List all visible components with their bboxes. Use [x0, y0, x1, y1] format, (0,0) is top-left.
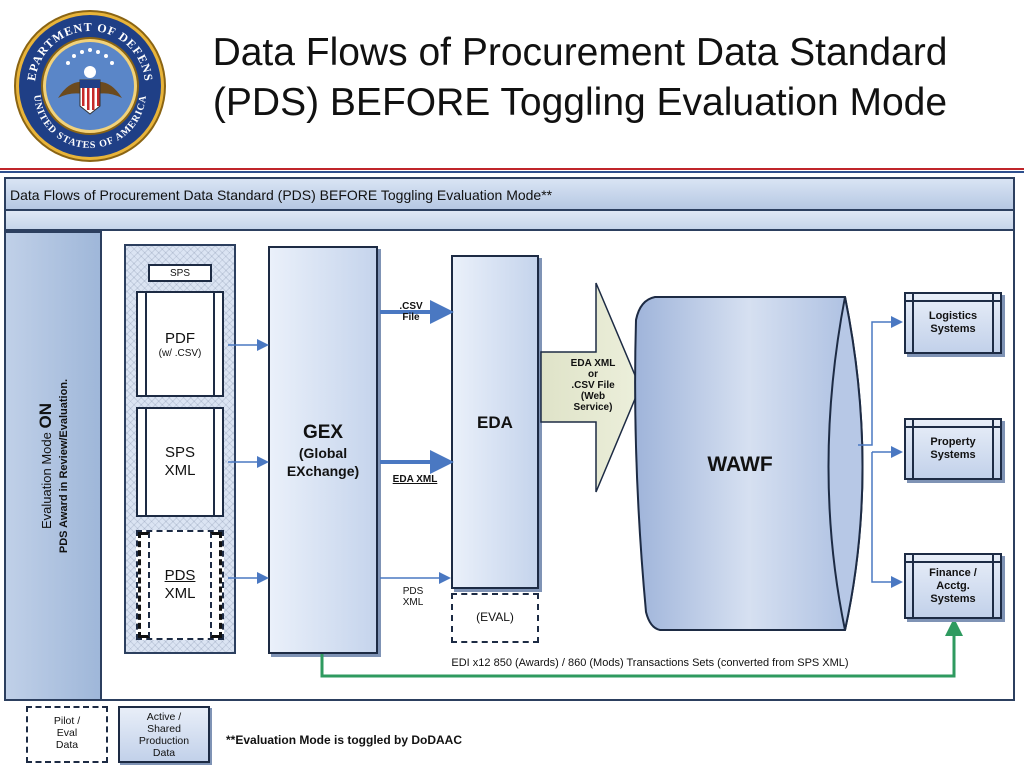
pds-xml-line1: PDS — [164, 567, 196, 584]
pds-xml-source-box: PDS XML — [136, 530, 224, 640]
slide-title-line2: (PDS) BEFORE Toggling Evaluation Mode — [212, 81, 948, 124]
sps-xml-line1: SPS — [164, 444, 195, 461]
gex-subtitle: (Global EXchange) — [286, 445, 360, 479]
evaluation-mode-label: Evaluation Mode ON PDS Award in Review/E… — [4, 231, 102, 701]
sps-xml-source-box: SPS XML — [136, 407, 224, 517]
evaluation-mode-detail: PDS Award in Review/Evaluation. — [58, 378, 70, 554]
header-rule-red — [0, 168, 1024, 170]
edi-transaction-label: EDI x12 850 (Awards) / 860 (Mods) Transa… — [451, 657, 849, 669]
diagram-header-band — [4, 211, 1015, 231]
header-rule-blue — [0, 171, 1024, 173]
slide-title-line1: Data Flows of Procurement Data Standard — [212, 31, 948, 74]
pdf-title: PDF — [165, 329, 195, 347]
eda-xml-label: EDA XML — [392, 474, 438, 485]
pdf-source-box: PDF (w/ .CSV) — [136, 291, 224, 397]
slide-title: Data Flows of Procurement Data Standard … — [180, 28, 980, 128]
pdf-subtitle: (w/ .CSV) — [158, 347, 202, 359]
gex-node: GEX (Global EXchange) — [268, 246, 378, 654]
evaluation-mode-band — [4, 231, 102, 701]
eda-node: EDA — [451, 255, 539, 589]
sps-source-label: SPS — [148, 264, 212, 282]
footnote: **Evaluation Mode is toggled by DoDAAC — [226, 733, 463, 747]
finance-systems-node: Finance /Acctg.Systems — [904, 553, 1002, 619]
transfer-arrow-label: EDA XML or .CSV File (Web Service) — [570, 358, 616, 413]
dod-seal-logo: DEPARTMENT OF DEFENSE UNITED STATES OF A… — [5, 0, 170, 162]
wawf-label: WAWF — [707, 453, 773, 476]
gex-title: GEX — [302, 422, 344, 443]
eda-eval-box: (EVAL) — [451, 593, 539, 643]
evaluation-mode-status: Evaluation Mode ON — [36, 403, 55, 529]
diagram-title-bar: Data Flows of Procurement Data Standard … — [4, 177, 1015, 211]
pds-xml-line2: XML — [164, 585, 196, 602]
evaluation-mode-state: ON — [36, 403, 55, 429]
sps-xml-line2: XML — [164, 462, 196, 479]
